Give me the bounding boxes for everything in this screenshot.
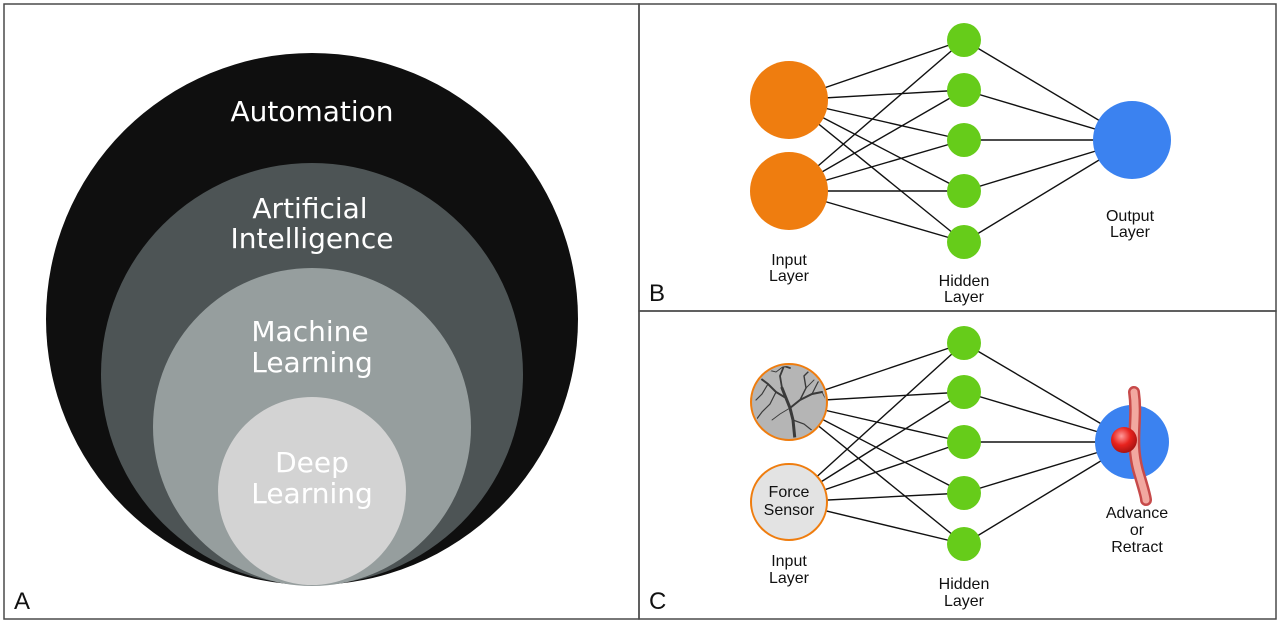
input-layer-label-line1: Input xyxy=(771,553,807,570)
hidden-layer-label-line1: Hidden xyxy=(939,273,990,290)
output-label-line2: or xyxy=(1130,522,1145,539)
hidden-node xyxy=(947,527,981,561)
hidden-layer-label-line1: Hidden xyxy=(939,576,990,593)
hidden-layer-label-line2: Layer xyxy=(944,593,985,610)
hidden-node xyxy=(947,174,981,208)
hidden-node xyxy=(947,225,981,259)
input-layer-label-line1: Input xyxy=(771,252,807,269)
panel-a-letter: A xyxy=(14,588,30,615)
input-layer-label-line2: Layer xyxy=(769,268,810,285)
network-c: Force Sensor Input Layer Hidden Layer Ad… xyxy=(750,326,1169,610)
dl-label-line1: Deep xyxy=(275,446,349,479)
panel-c-frame xyxy=(638,310,1277,620)
hidden-node xyxy=(947,23,981,57)
ml-label-line2: Learning xyxy=(251,346,373,379)
hidden-node xyxy=(947,375,981,409)
hidden-node xyxy=(947,476,981,510)
input-layer-label-line2: Layer xyxy=(769,570,810,587)
output-label-line3: Retract xyxy=(1111,539,1163,556)
panel-c-letter: C xyxy=(649,588,666,615)
ai-label-line1: Artificial xyxy=(252,192,367,225)
force-sensor-label-line1: Force xyxy=(769,484,810,501)
hidden-node xyxy=(947,326,981,360)
force-sensor-node xyxy=(750,463,828,541)
hidden-node xyxy=(947,73,981,107)
hidden-node xyxy=(947,123,981,157)
output-layer-label-line2: Layer xyxy=(1110,224,1151,241)
output-label-line1: Advance xyxy=(1106,505,1168,522)
venn-diagram: Automation Artificial Intelligence Machi… xyxy=(46,53,578,586)
edge xyxy=(788,342,965,503)
output-node xyxy=(1093,101,1171,179)
angiogram-image xyxy=(750,363,828,441)
dl-circle xyxy=(218,397,406,585)
force-sensor-label-line2: Sensor xyxy=(764,502,815,519)
hidden-node xyxy=(947,425,981,459)
automation-label: Automation xyxy=(230,95,393,128)
input-node xyxy=(750,61,828,139)
ai-label-line2: Intelligence xyxy=(231,222,394,255)
vessel-aneurysm-icon xyxy=(1095,386,1169,506)
hidden-layer-label-line2: Layer xyxy=(944,289,985,306)
output-layer-label-line1: Output xyxy=(1106,208,1155,225)
network-b: Input Layer Hidden Layer Output Layer xyxy=(750,23,1171,306)
ml-label-line1: Machine xyxy=(251,315,368,348)
panel-b-letter: B xyxy=(649,280,665,307)
input-node xyxy=(750,152,828,230)
dl-label-line2: Learning xyxy=(251,477,373,510)
